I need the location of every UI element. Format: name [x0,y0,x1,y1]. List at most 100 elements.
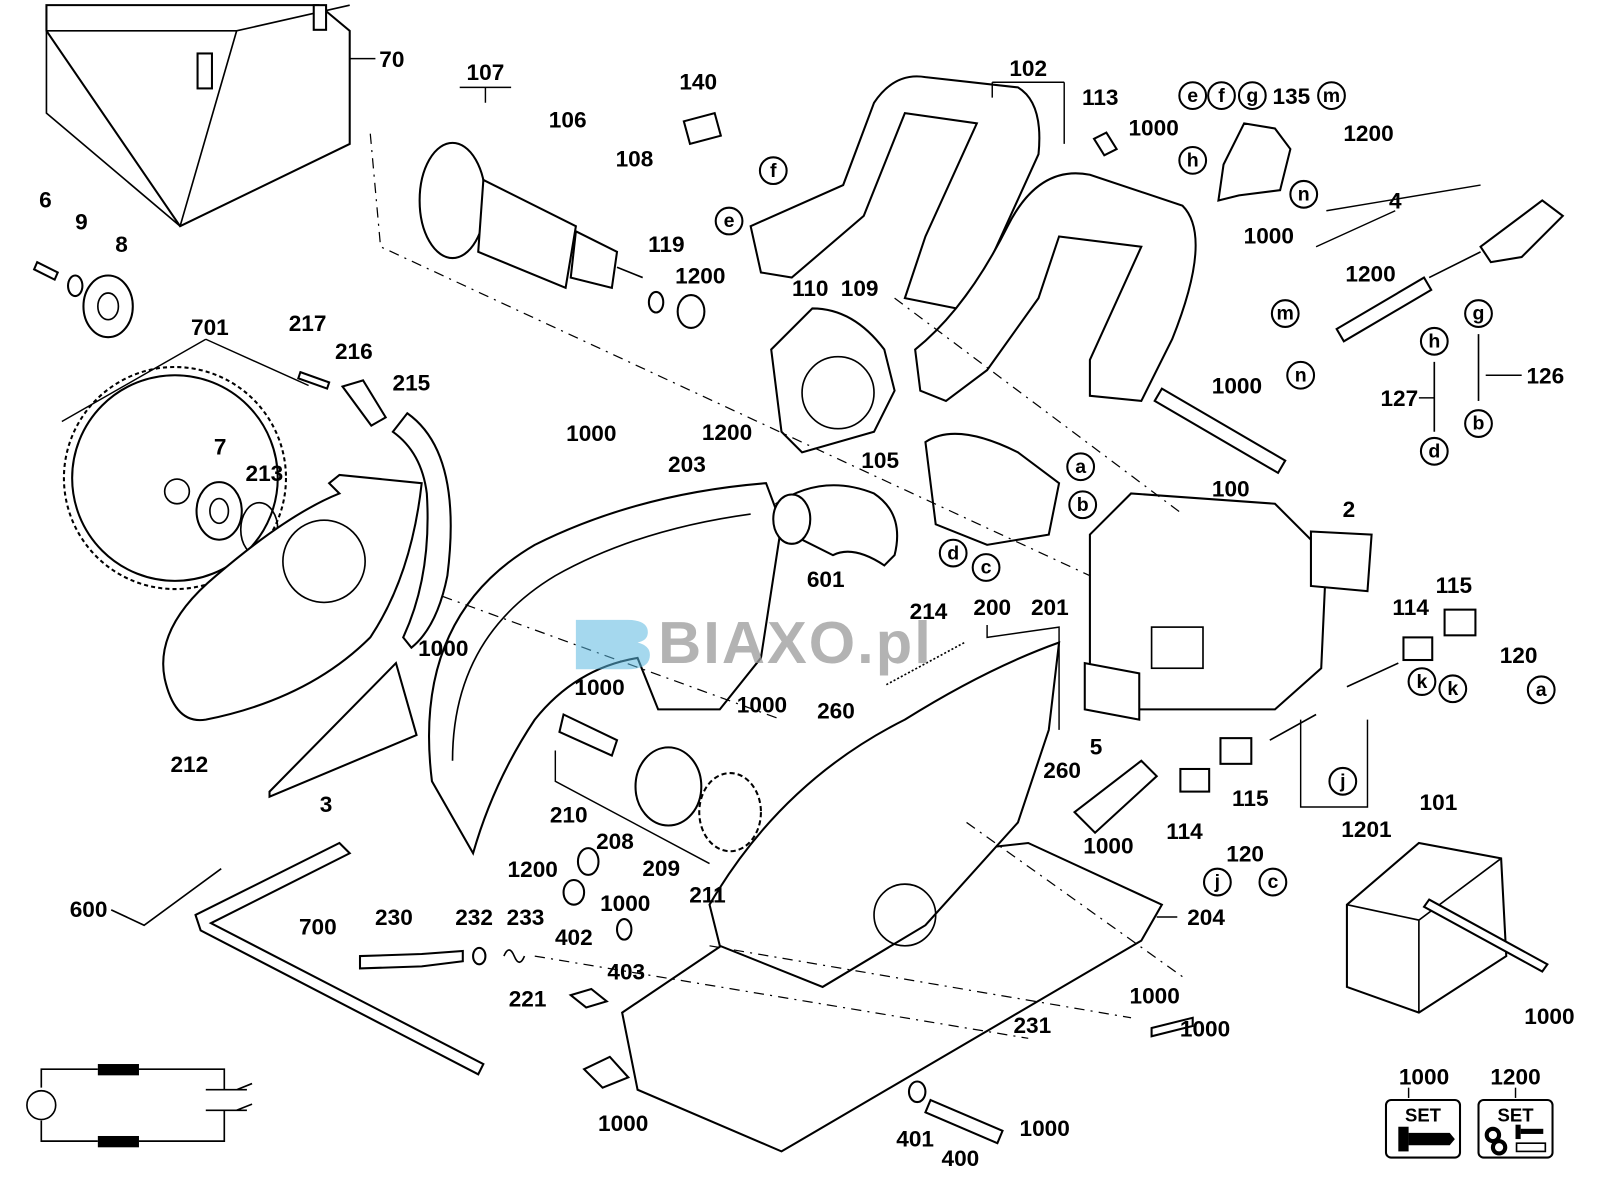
part-number-label: 230 [375,905,413,930]
connector-letter-m: m [1317,81,1346,111]
part-number-label: 217 [289,311,327,336]
part-nut-402 [562,878,586,906]
part-number-label: 1000 [1128,116,1178,141]
screw-set-icon [1398,1126,1455,1152]
connector-letter-text: e [724,210,735,232]
connector-letter-text: d [1428,440,1440,462]
part-gear-211 [698,772,762,853]
connector-letter-b: b [1068,490,1098,520]
part-number-label: 101 [1420,790,1458,815]
part-number-label: 140 [679,69,717,94]
connector-letter-j: j [1328,766,1358,796]
part-switch [1217,122,1292,202]
part-washer-232 [472,946,487,966]
set-label: SET [1498,1105,1535,1126]
connector-letter-circle [1202,867,1232,897]
connector-letter-text: c [1267,871,1278,893]
part-number-label: 1000 [598,1111,648,1136]
part-washer-403 [615,918,633,941]
connector-letter-text: a [1536,679,1547,701]
part-terminal-114b [1179,767,1211,793]
part-carbon-brush [682,111,723,146]
part-number-label: 1200 [702,420,752,445]
part-switch-clip [1092,131,1119,157]
connector-letter-circle [1317,81,1346,111]
part-number-label: 107 [467,60,505,85]
part-number-label: 214 [910,599,948,624]
connector-letter-circle [1178,145,1208,175]
connector-letter-text: b [1473,413,1485,435]
connector-letter-text: n [1298,183,1310,205]
part-lever-plate [340,379,388,427]
washer-screw-pin-set-icon [1484,1124,1547,1156]
part-number-label: 105 [861,448,899,473]
connector-letter-text: d [947,542,959,564]
connector-letter-text: h [1187,150,1199,172]
part-number-label: 203 [668,452,706,477]
connector-letter-g: g [1464,299,1493,328]
connector-letter-text: g [1473,303,1485,325]
part-terminal-115b [1219,737,1253,765]
part-number-label: 8 [115,232,128,257]
part-number-label: 700 [299,914,337,939]
part-number-label: 6 [39,188,52,213]
part-tool-case [45,4,351,228]
part-spindle-210 [558,713,619,758]
set-label: SET [1405,1105,1442,1126]
part-number-label: 1000 [566,421,616,446]
part-number-label: 1200 [1343,121,1393,146]
connector-letter-text: k [1417,671,1428,693]
connector-letter-circle [1464,409,1493,438]
connector-letter-e: e [714,206,744,236]
connector-letter-circle [1066,452,1096,482]
part-number-label: 1000 [418,636,468,661]
connector-letter-text: m [1323,85,1340,107]
part-bearing-119 [647,290,665,314]
part-bearing-1200 [676,294,706,329]
part-number-label: 600 [70,897,108,922]
part-number-label: 201 [1031,595,1069,620]
connector-letter-m: m [1270,299,1300,328]
part-terminal-115 [1443,608,1477,637]
connector-letter-circle [1464,299,1493,328]
part-guard-lever [391,411,452,650]
connector-letter-circle [1419,326,1449,356]
connector-letter-text: e [1187,85,1198,107]
watermark-logo-mark [575,619,650,670]
connector-letter-circle [1207,81,1236,111]
connector-letter-circle [758,156,788,186]
part-number-label: 70 [379,47,404,72]
part-number-label: 1000 [1130,983,1180,1008]
part-number-label: 1200 [675,264,725,289]
connector-letter-j: j [1202,867,1232,897]
part-number-label: 213 [246,461,284,486]
connector-letter-f: f [758,156,788,186]
connector-letter-circle [1438,674,1468,704]
part-number-label: 7 [214,434,227,459]
part-knob-1000 [1072,759,1159,835]
part-clamp-221 [568,987,609,1009]
connector-letter-k: k [1438,674,1468,704]
part-number-label: 401 [896,1126,934,1151]
part-number-label: 601 [807,567,845,592]
part-number-label: 100 [1212,477,1250,502]
set-box-1200: SET [1477,1098,1554,1159]
part-suppressor-1201 [1269,662,1399,741]
part-number-label: 2 [1343,497,1356,522]
connector-letter-text: h [1428,330,1440,352]
connector-letter-c: c [971,553,1001,582]
part-number-label: 108 [616,147,654,172]
part-number-label: 127 [1380,386,1418,411]
part-number-label: 1200 [1490,1065,1540,1090]
watermark-logo: BIAXO.pl [575,609,933,676]
part-number-label: 221 [509,986,547,1011]
connector-letter-h: h [1419,326,1449,356]
connector-letter-e: e [1178,81,1208,111]
connector-letter-text: k [1447,678,1458,700]
watermark-text: BIAXO.pl [658,609,933,676]
part-number-label: 110 [792,276,828,301]
part-number-label: 1000 [1020,1116,1070,1141]
connector-letter-n: n [1289,179,1319,209]
